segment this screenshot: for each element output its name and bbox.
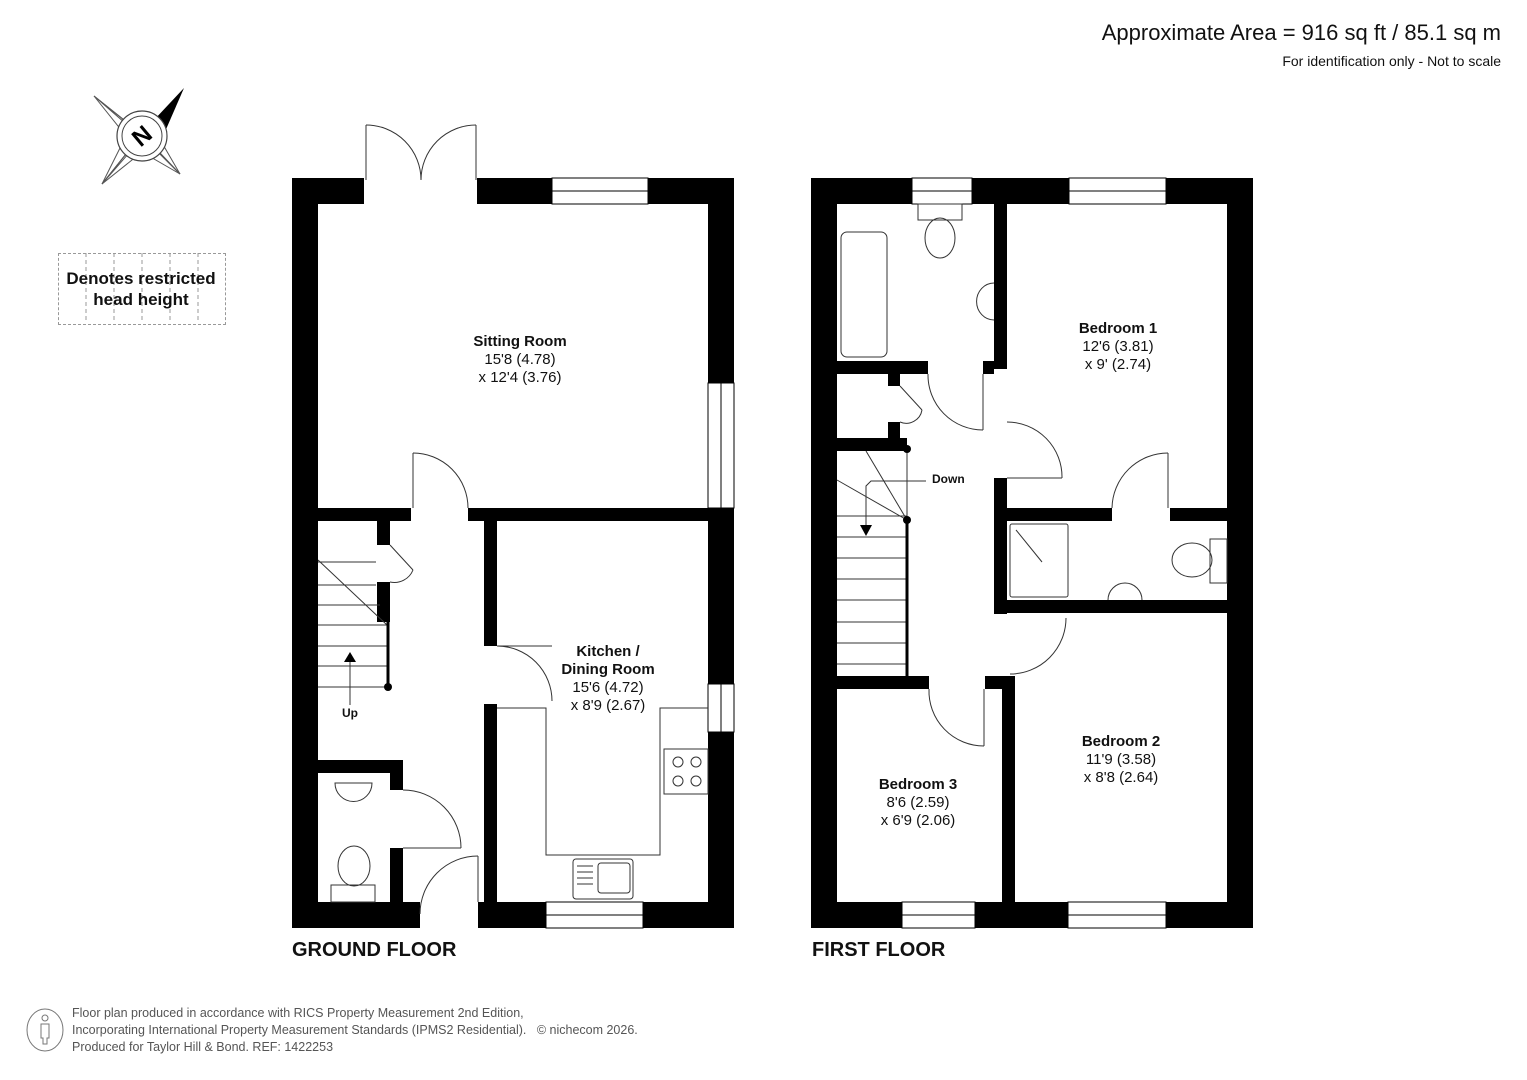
room-name: Bedroom 3 [878,776,958,793]
footer-credits: Floor plan produced in accordance with R… [72,1005,638,1056]
compass-north-icon: N [93,88,184,185]
room-dimension: 15'6 (4.72) [572,679,644,696]
room-dimension: 11'9 (3.58) [1085,751,1157,768]
restricted-head-height-legend [58,253,226,325]
footer-line-2: Incorporating International Property Mea… [72,1023,527,1037]
restricted-head-height-legend-grid [85,253,199,323]
room-dimension: x 6'9 (2.06) [880,812,956,829]
first-floor-plan [811,177,1253,929]
footer-line-1: Floor plan produced in accordance with R… [72,1006,524,1020]
legend-line-1: Denotes restricted [66,269,216,288]
room-dimension: x 8'8 (2.64) [1083,769,1159,786]
stairs-up-label: Up [342,706,358,720]
room-dimension: 15'8 (4.78) [484,351,556,368]
room-kitchen-dining: Kitchen / Dining Room 15'6 (4.72) x 8'9 … [561,643,654,715]
room-dimension: 12'6 (3.81) [1082,338,1154,355]
room-name: Dining Room [561,661,655,678]
room-dimension: x 8'9 (2.67) [570,697,646,714]
room-bedroom-2: Bedroom 2 11'9 (3.58) x 8'8 (2.64) [1082,733,1160,787]
ground-floor-label: GROUND FLOOR [292,939,457,961]
ground-floor-plan [292,124,735,929]
room-bedroom-1: Bedroom 1 12'6 (3.81) x 9' (2.74) [1079,320,1157,374]
legend-label: Denotes restricted head height [58,268,224,310]
stairs-down-label: Down [932,472,965,486]
room-name-line1: Kitchen / [576,643,640,660]
room-sitting-room: Sitting Room 15'8 (4.78) x 12'4 (3.76) [473,333,566,387]
room-name: Sitting Room [473,333,567,350]
room-name: Bedroom 1 [1078,320,1158,337]
legend-line-2: head height [93,290,189,309]
room-dimension: 8'6 (2.59) [886,794,950,811]
approximate-area-title: Approximate Area = 916 sq ft / 85.1 sq m [1101,20,1501,45]
copyright: © nichecom 2026. [536,1023,638,1037]
person-icon [26,1008,64,1052]
room-name: Bedroom 2 [1081,733,1161,750]
room-dimension: x 9' (2.74) [1084,356,1152,373]
footer-line-3: Produced for Taylor Hill & Bond. REF: 14… [72,1040,334,1054]
room-bedroom-3: Bedroom 3 8'6 (2.59) x 6'9 (2.06) [879,776,957,830]
identification-disclaimer: For identification only - Not to scale [1282,53,1501,69]
room-dimension: x 12'4 (3.76) [478,369,562,386]
first-floor-label: FIRST FLOOR [812,939,946,961]
